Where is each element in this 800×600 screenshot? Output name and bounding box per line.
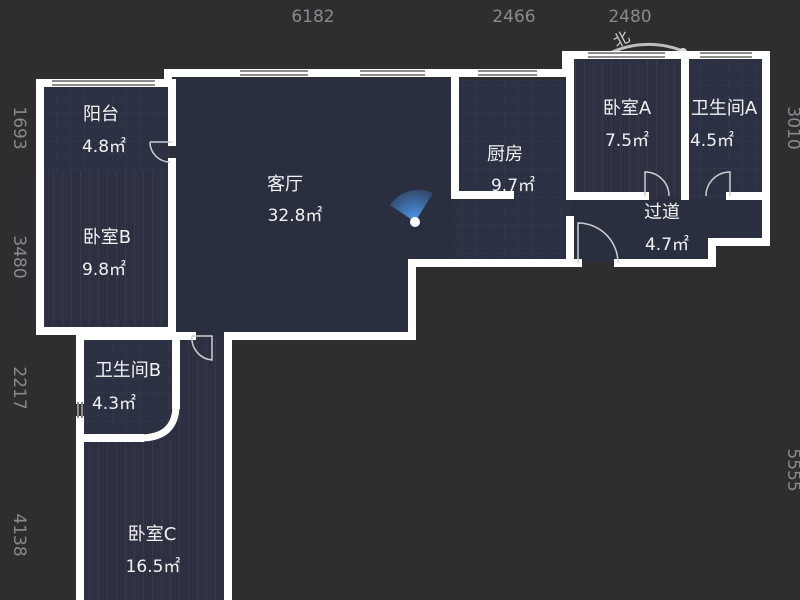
floor-bedroom-a [570, 58, 685, 198]
room-area: 32.8㎡ [268, 206, 323, 226]
floor-living [172, 78, 455, 336]
room-bedroom-b[interactable]: 卧室B 9.8㎡ [82, 227, 131, 280]
north-label: 北 [610, 27, 633, 51]
room-area: 9.8㎡ [82, 260, 126, 280]
floor-bedroom-c [84, 440, 226, 600]
windows [52, 52, 752, 418]
room-bedroom-a[interactable]: 卧室A 7.5㎡ [603, 98, 652, 151]
dimension-right-2: 5555 [783, 448, 800, 491]
floor-bathroom-a [687, 58, 765, 198]
dimension-top-2: 2466 [492, 7, 535, 27]
room-floors [40, 58, 765, 600]
room-area: 16.5㎡ [126, 557, 181, 577]
room-area: 9.7㎡ [491, 176, 535, 196]
floor-balcony [40, 83, 170, 171]
room-name: 阳台 [83, 104, 119, 125]
floor-entry [176, 336, 226, 440]
dimension-top-3: 2480 [608, 7, 651, 27]
room-name: 卧室B [83, 227, 131, 248]
room-bathroom-a[interactable]: 卫生间A 4.5㎡ [690, 98, 758, 151]
doors [149, 141, 731, 361]
room-name: 卫生间A [691, 98, 758, 119]
svg-text:4138: 4138 [9, 513, 29, 556]
svg-text:5555: 5555 [783, 448, 800, 491]
room-name: 卧室C [128, 524, 177, 545]
floor-corridor [570, 198, 765, 262]
room-area: 4.7㎡ [645, 235, 689, 255]
svg-text:1693: 1693 [9, 106, 29, 149]
room-name: 厨房 [487, 144, 523, 165]
dimension-left-1: 1693 [9, 106, 29, 149]
room-area: 4.3㎡ [92, 394, 136, 414]
room-living[interactable]: 客厅 32.8㎡ [267, 174, 322, 226]
room-area: 7.5㎡ [605, 131, 649, 151]
svg-text:2480: 2480 [608, 7, 651, 27]
svg-text:6182: 6182 [291, 7, 334, 27]
room-name: 客厅 [267, 174, 303, 195]
room-bathroom-b[interactable]: 卫生间B 4.3㎡ [92, 360, 161, 414]
camera-view-indicator [390, 189, 433, 227]
svg-text:2466: 2466 [492, 7, 535, 27]
floor-bathroom-b [84, 340, 176, 440]
room-area: 4.8㎡ [82, 137, 126, 157]
room-kitchen[interactable]: 厨房 9.7㎡ [487, 144, 535, 196]
dimension-right-1: 3010 [783, 106, 800, 149]
dimension-top-1: 6182 [291, 7, 334, 27]
room-area: 4.5㎡ [690, 131, 734, 151]
svg-text:3010: 3010 [783, 106, 800, 149]
room-name: 过道 [644, 202, 680, 223]
dimension-left-4: 4138 [9, 513, 29, 556]
svg-text:2217: 2217 [9, 366, 29, 409]
room-corridor[interactable]: 过道 4.7㎡ [644, 202, 689, 255]
room-name: 卫生间B [95, 360, 161, 381]
dimension-left-3: 2217 [9, 366, 29, 409]
room-balcony[interactable]: 阳台 4.8㎡ [82, 104, 126, 157]
dimension-left-2: 3480 [9, 235, 29, 278]
svg-text:3480: 3480 [9, 235, 29, 278]
floor-kitchen [455, 80, 570, 262]
room-bedroom-c[interactable]: 卧室C 16.5㎡ [126, 524, 181, 577]
walls [36, 51, 770, 600]
bathroom-b-curved-wall [139, 404, 180, 442]
room-name: 卧室A [603, 98, 652, 119]
floor-bedroom-b [40, 171, 172, 331]
